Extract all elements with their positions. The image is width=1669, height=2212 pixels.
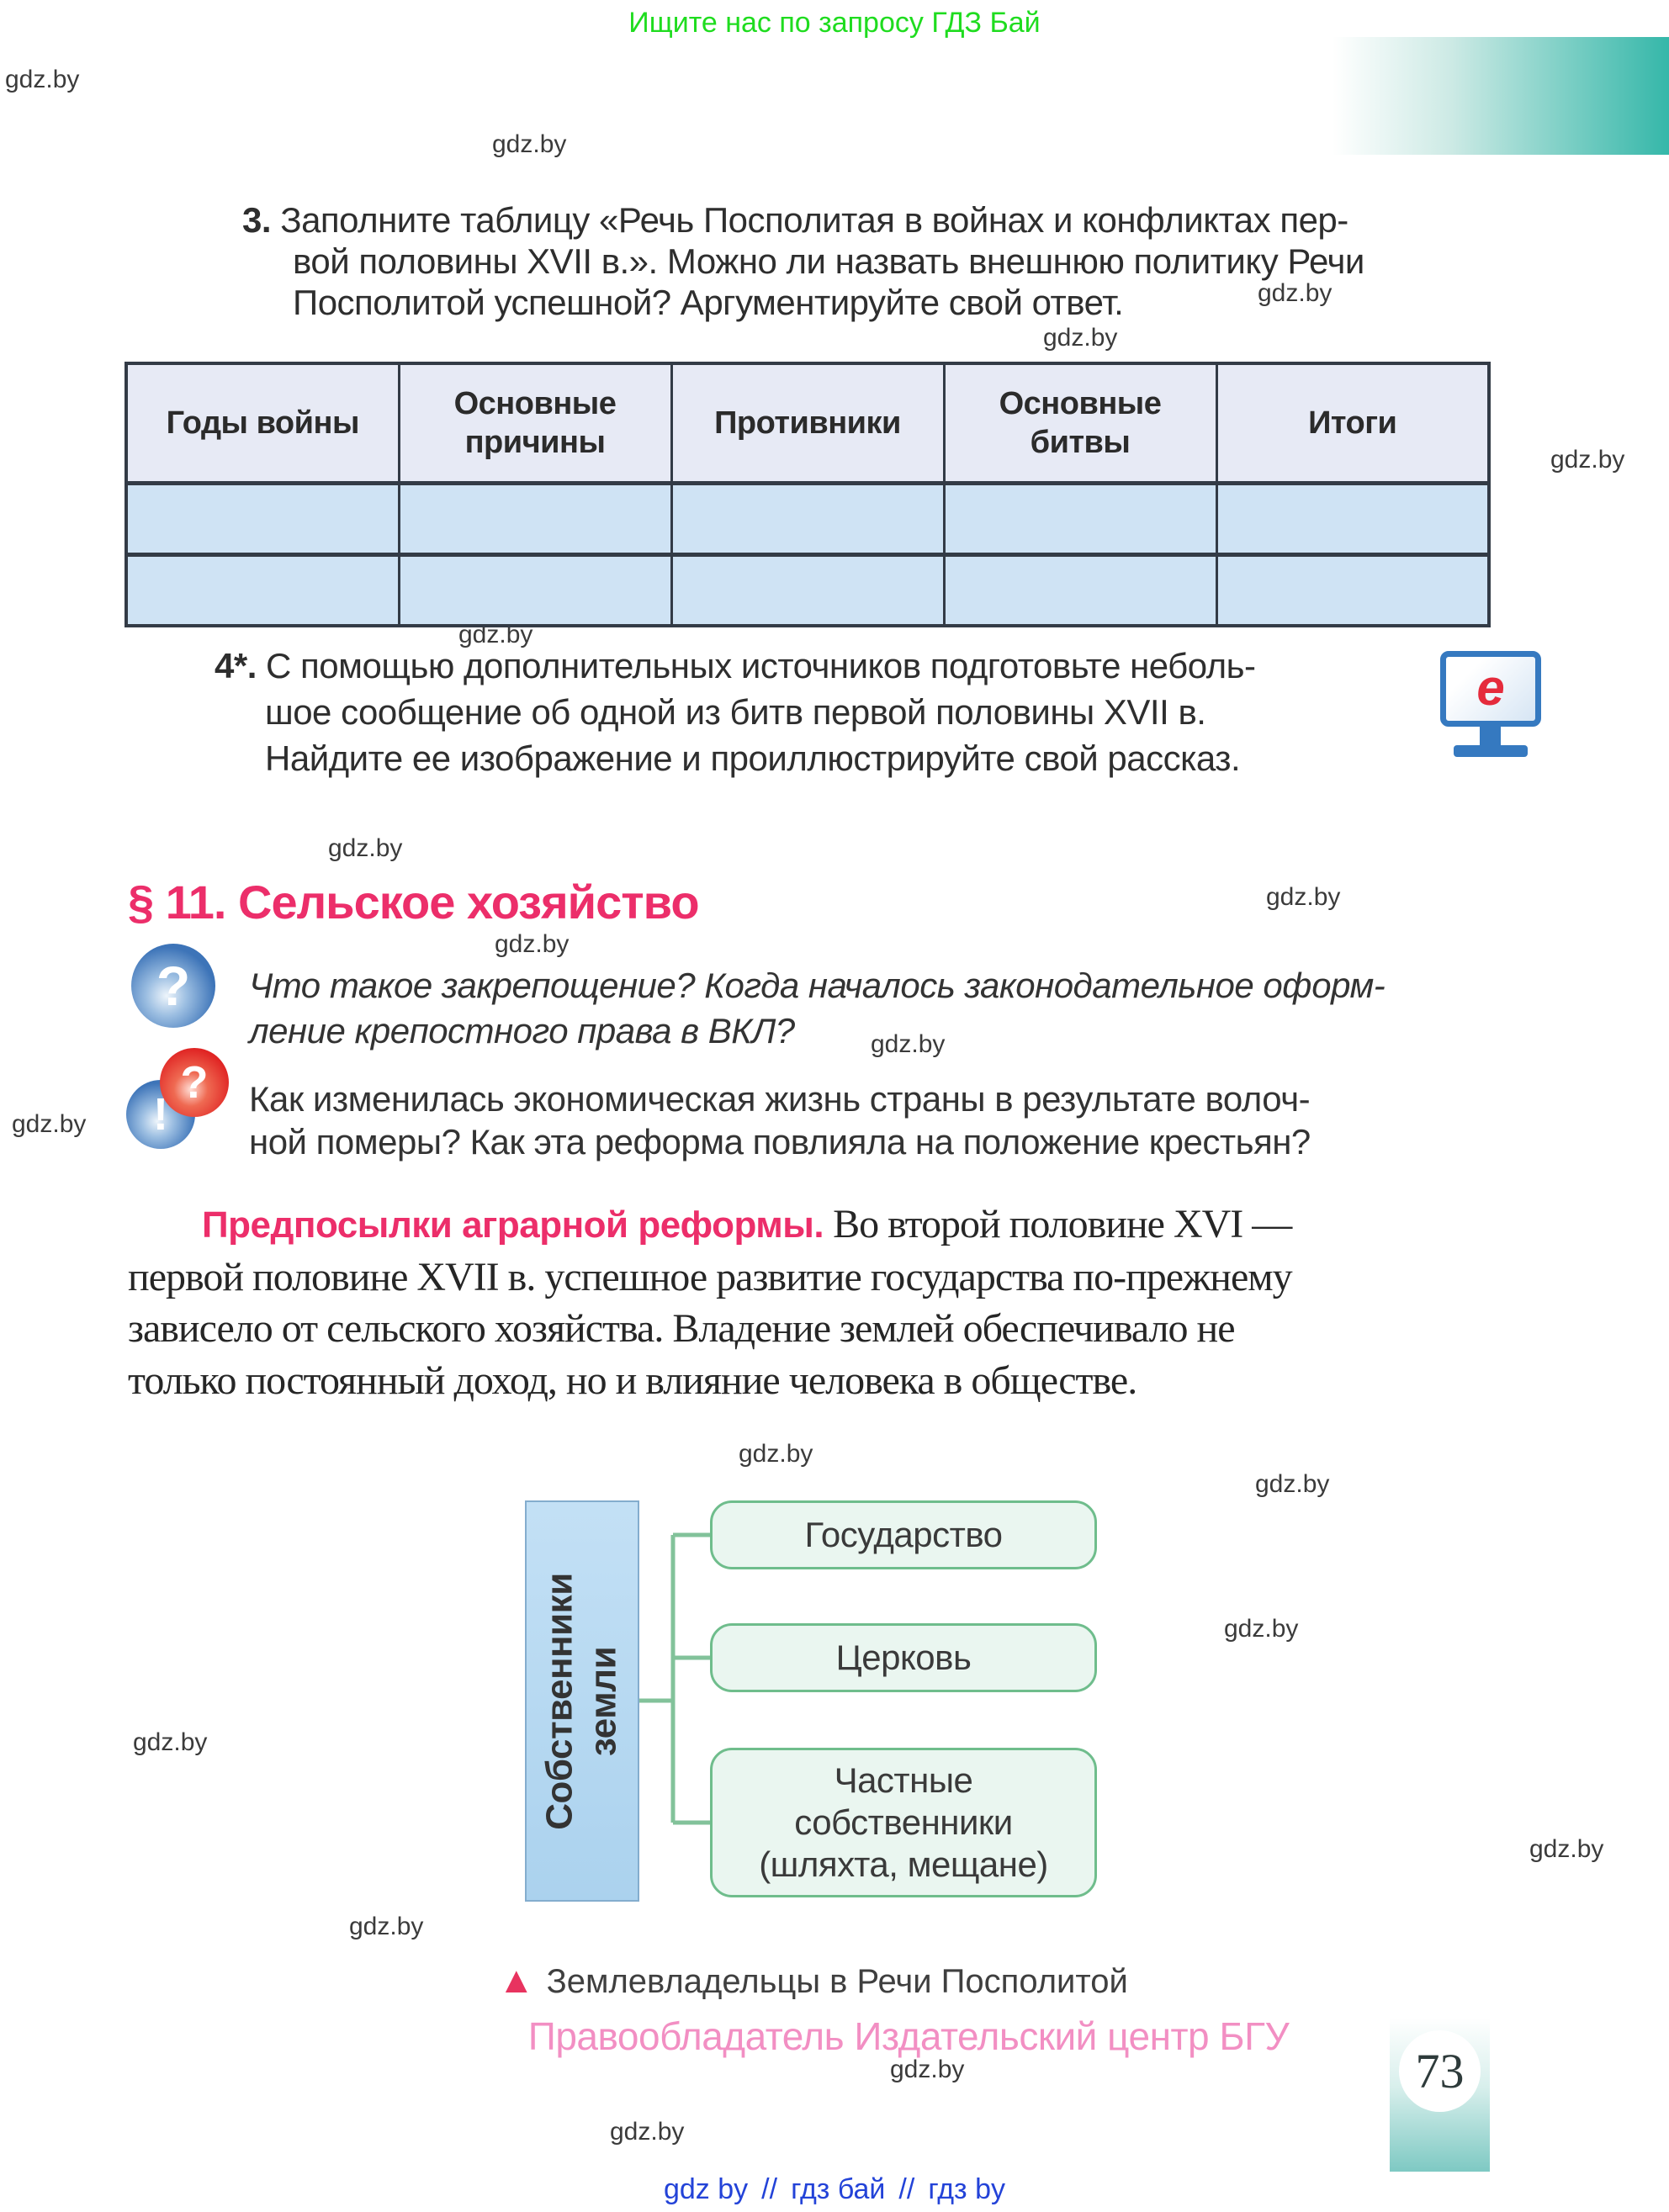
paragraph-line2: первой половине XVII в. успешное развити… — [128, 1255, 1293, 1299]
publisher-line: Правообладатель Издательский центр БГУ — [527, 2014, 1290, 2058]
table-cell — [125, 482, 400, 557]
gdz-watermark: gdz.by — [1043, 324, 1118, 352]
footer-link-gdz-by-1[interactable]: gdz by — [663, 2173, 749, 2205]
gdz-watermark: gdz.by — [890, 2056, 965, 2083]
table-cell — [397, 553, 673, 627]
monitor-stand-base — [1454, 745, 1528, 757]
intro-question1-line2: ление крепостного права в ВКЛ? — [249, 1011, 795, 1050]
diagram-root-label: Собственники земли — [539, 1572, 625, 1830]
gdz-watermark: gdz.by — [1529, 1835, 1604, 1863]
task3-number: 3. — [242, 200, 272, 240]
gdz-watermark: gdz.by — [1266, 883, 1341, 911]
diagram-caption: ▲ Землевладельцы в Речи Посполитой — [498, 1960, 1128, 2002]
table-cell — [125, 553, 400, 627]
war-table-container: Годы войны Основные причины Противники О… — [125, 362, 1491, 627]
task4-line2: шое сообщение об одной из битв первой по… — [265, 692, 1206, 732]
gdz-watermark: gdz.by — [12, 1110, 87, 1138]
footer-link-gdz-bai[interactable]: гдз бай — [791, 2173, 886, 2205]
monitor-stand-neck — [1480, 725, 1501, 747]
exclamation-glyph: ! — [153, 1089, 168, 1140]
column-header-causes: Основные причины — [397, 362, 673, 485]
question-glyph: ? — [180, 1057, 209, 1108]
gdz-watermark: gdz.by — [328, 834, 403, 862]
task3-line1: 3. Заполните таблицу «Речь Посполитая в … — [242, 200, 1348, 241]
column-header-results: Итоги — [1215, 362, 1491, 485]
intro-question2-line1: Как изменилась экономическая жизнь стран… — [249, 1079, 1311, 1119]
gdz-watermark: gdz.by — [349, 1913, 424, 1940]
paragraph-line4: только постоянный доход, но и влияние че… — [128, 1358, 1137, 1403]
task3-line2: вой половины XVII в.». Можно ли назвать … — [293, 241, 1364, 281]
gdz-watermark: gdz.by — [133, 1728, 208, 1756]
paragraph-lead: Предпосылки аграрной реформы. — [202, 1204, 824, 1246]
gdz-watermark: gdz.by — [5, 66, 80, 93]
diagram-root-box: Собственники земли — [525, 1500, 639, 1902]
table-cell — [397, 482, 673, 557]
section-heading: § 11. Сельское хозяйство — [128, 876, 700, 929]
gdz-watermark: gdz.by — [492, 130, 567, 158]
table-header-row: Годы войны Основные причины Противники О… — [125, 362, 1491, 485]
paragraph-line3: зависело от сельского хозяйства. Владени… — [128, 1306, 1236, 1351]
link-separator: // — [761, 2173, 778, 2205]
column-header-years: Годы войны — [125, 362, 400, 485]
diagram-box-private: Частные собственники (шляхта, мещане) — [710, 1748, 1097, 1897]
table-cell — [942, 482, 1218, 557]
e-letter: e — [1476, 659, 1505, 716]
task4-line1-text: С помощью дополнительных источников подг… — [266, 646, 1256, 685]
table-row — [125, 553, 1491, 627]
top-banner: Ищите нас по запросу ГДЗ Бай — [628, 7, 1041, 39]
gdz-watermark: gdz.by — [1258, 279, 1333, 307]
task3-line3: Посполитой успешной? Аргументируйте свой… — [293, 283, 1124, 322]
gdz-watermark: gdz.by — [495, 930, 570, 958]
paragraph-line1: Предпосылки аграрной реформы. Во второй … — [202, 1201, 1292, 1247]
task4-line3: Найдите ее изображение и проиллюстрируйт… — [265, 738, 1241, 778]
column-header-battles: Основные битвы — [942, 362, 1218, 485]
gdz-watermark: gdz.by — [1255, 1470, 1330, 1498]
table-cell — [1215, 553, 1491, 627]
e-resource-monitor-icon: e — [1440, 651, 1541, 727]
table-cell — [942, 553, 1218, 627]
gdz-watermark: gdz.by — [1224, 1615, 1299, 1643]
teal-gradient-decoration — [1333, 37, 1669, 155]
triangle-marker-icon: ▲ — [498, 1960, 535, 2001]
question-exclamation-icon-question: ? — [160, 1048, 229, 1117]
gdz-watermark: gdz.by — [871, 1030, 946, 1058]
column-header-opponents: Противники — [670, 362, 946, 485]
table-cell — [670, 482, 946, 557]
diagram-box-church: Церковь — [710, 1623, 1097, 1692]
question-mark-icon: ? — [131, 944, 215, 1028]
diagram-caption-text: Землевладельцы в Речи Посполитой — [546, 1963, 1128, 2000]
table-cell — [1215, 482, 1491, 557]
table-row — [125, 482, 1491, 557]
diagram-box-private-label: Частные собственники (шляхта, мещане) — [759, 1760, 1048, 1884]
paragraph-line1-text: Во второй половине XVI — — [824, 1202, 1292, 1246]
gdz-watermark: gdz.by — [1550, 446, 1625, 474]
link-separator: // — [898, 2173, 915, 2205]
task4-line1: 4*. С помощью дополнительных источников … — [215, 646, 1256, 686]
task3-line1-text: Заполните таблицу «Речь Посполитая в вой… — [280, 200, 1348, 240]
diagram-connectors — [638, 1532, 710, 1825]
diagram-box-state: Государство — [710, 1500, 1097, 1569]
gdz-watermark: gdz.by — [610, 2118, 685, 2146]
table-cell — [670, 553, 946, 627]
war-table: Годы войны Основные причины Противники О… — [125, 362, 1491, 627]
footer-links: gdz by // гдз бай // гдз by — [0, 2173, 1669, 2206]
gdz-watermark: gdz.by — [739, 1440, 813, 1468]
page-number: 73 — [1415, 2044, 1465, 2098]
question-glyph: ? — [156, 955, 191, 1017]
intro-question2-line2: ной померы? Как эта реформа повлияла на … — [249, 1122, 1311, 1162]
footer-link-gdz-by-2[interactable]: гдз by — [928, 2173, 1005, 2205]
intro-question1-line1: Что такое закрепощение? Когда началось з… — [249, 966, 1386, 1005]
task4-number: 4*. — [215, 646, 257, 685]
page-number-circle: 73 — [1399, 2030, 1481, 2112]
